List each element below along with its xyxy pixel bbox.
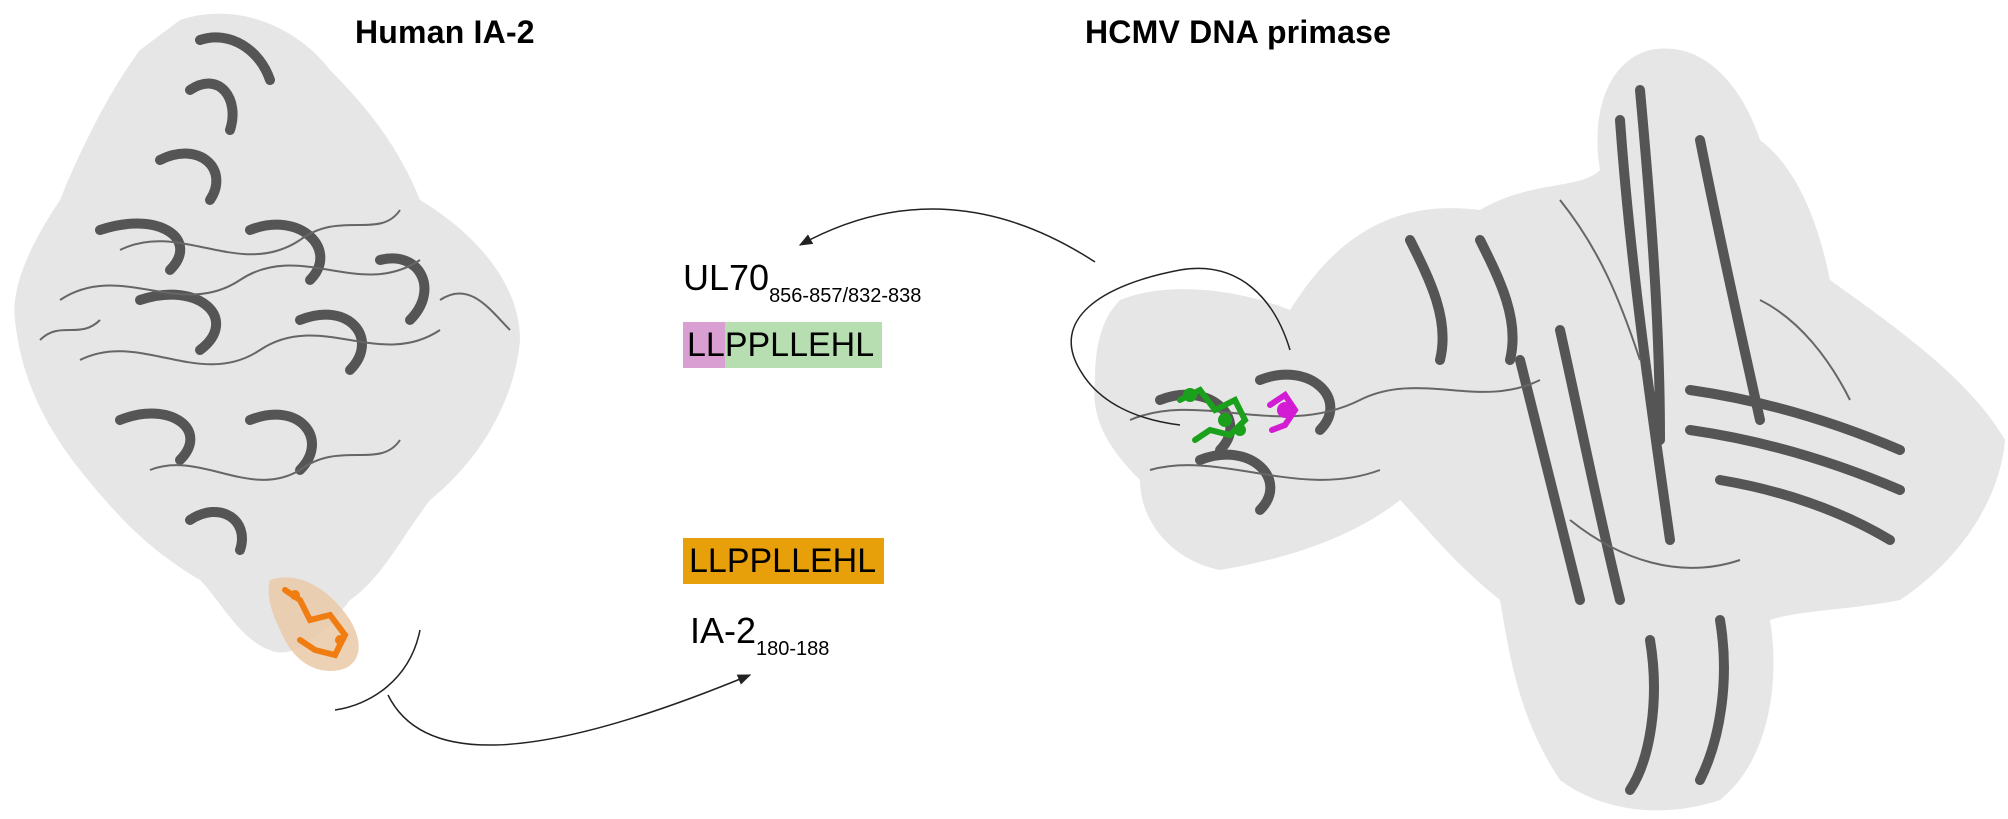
ul70-seq-ll: LL — [683, 322, 725, 368]
ul70-label: UL70856-857/832-838 — [683, 257, 921, 307]
primase-structure — [1094, 48, 2005, 811]
title-human-ia2: Human IA-2 — [355, 14, 535, 50]
arrow-primase-to-ul70 — [798, 208, 1291, 426]
ia2-structure — [14, 13, 520, 671]
ul70-subscript: 856-857/832-838 — [769, 285, 922, 307]
ia2-subscript: 180-188 — [756, 638, 830, 660]
primase-surface — [1094, 48, 2005, 811]
ia2-label: IA-2180-188 — [690, 610, 829, 660]
primase-green-residues — [1177, 386, 1249, 443]
title-hcmv-primase: HCMV DNA primase — [1085, 14, 1392, 50]
ia2-surface — [14, 13, 520, 653]
ul70-sequence: LLPPLLEHL — [683, 322, 883, 368]
ul70-name: UL70 — [683, 257, 770, 298]
ia2-name: IA-2 — [690, 610, 757, 651]
ul70-seq-rest: PPLLEHL — [724, 322, 883, 368]
arrow-ia2-to-ia2-seq — [334, 629, 752, 746]
ia2-seq-text: LLPPLLEHL — [683, 538, 885, 584]
primase-magenta-residues — [1267, 390, 1299, 433]
ia2-sequence: LLPPLLEHL — [683, 538, 885, 584]
ia2-epitope-residues — [268, 577, 359, 671]
